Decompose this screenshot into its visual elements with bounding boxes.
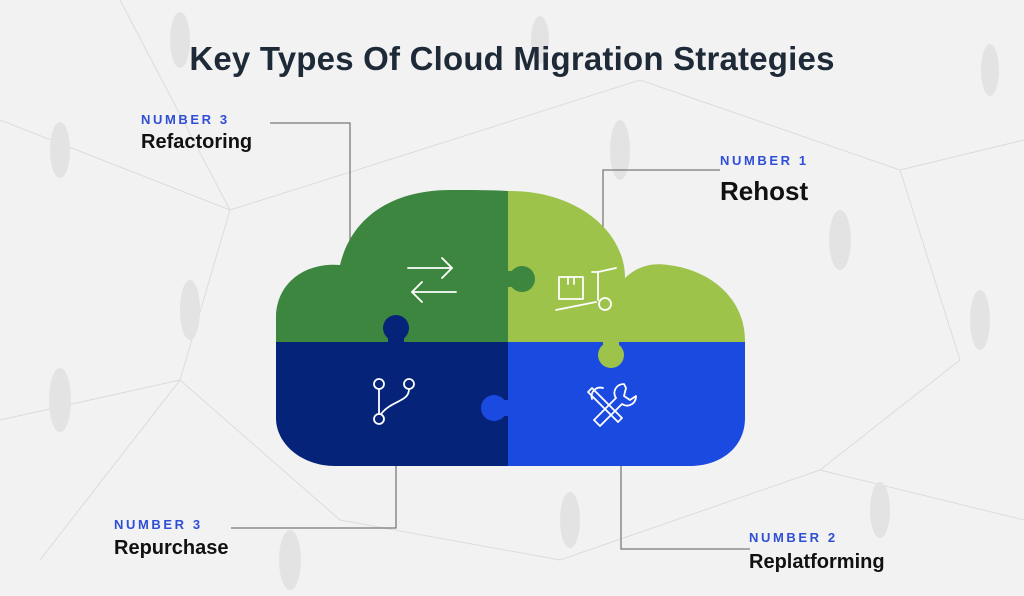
rehost-number: NUMBER 1 xyxy=(720,153,809,168)
rehost-label: Rehost xyxy=(720,176,809,206)
connector-refactoring xyxy=(270,122,351,268)
branch-icon xyxy=(373,378,415,425)
page-title: Key Types Of Cloud Migration Strategies xyxy=(189,40,835,77)
connector-rehost xyxy=(602,169,720,238)
repurchase-label: Repurchase xyxy=(114,537,229,559)
replatforming-number: NUMBER 2 xyxy=(749,530,838,545)
tools-icon xyxy=(587,383,637,427)
refactoring-label: Refactoring xyxy=(141,131,253,153)
piece-replatforming xyxy=(508,342,745,466)
box-dolly-icon xyxy=(555,267,617,311)
piece-rehost xyxy=(508,190,745,344)
arrows-exchange-icon xyxy=(407,257,457,303)
replatforming-label: Replatforming xyxy=(749,551,885,573)
connector-repurchase xyxy=(231,466,397,529)
connector-replatforming xyxy=(620,466,750,550)
refactoring-number: NUMBER 3 xyxy=(141,112,230,127)
repurchase-number: NUMBER 3 xyxy=(114,517,203,532)
connector-lines xyxy=(231,122,750,550)
